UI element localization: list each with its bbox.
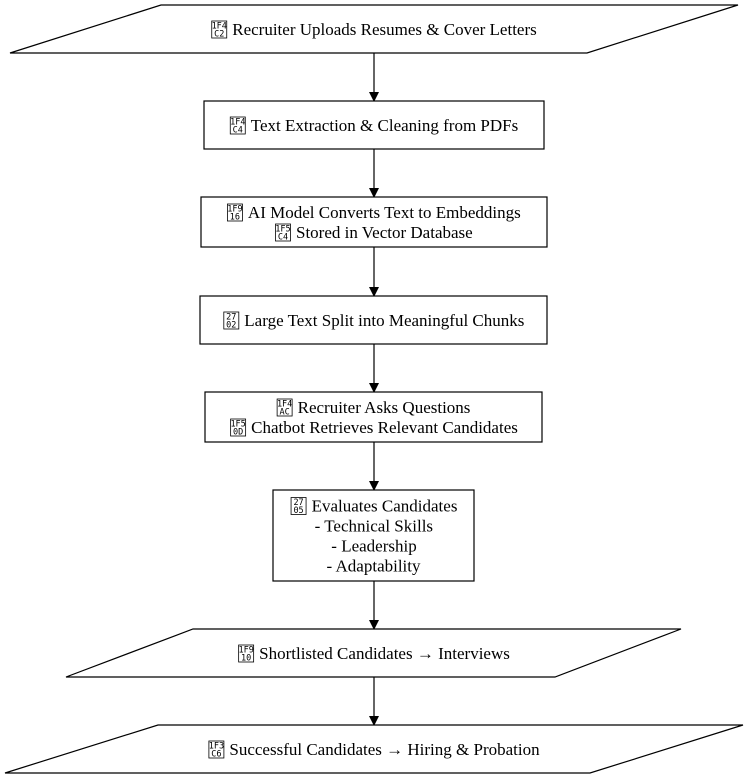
box-shape [199, 295, 548, 345]
svg-text:C4: C4 [233, 126, 243, 136]
box-shape [272, 489, 475, 582]
node-label: Text Extraction & Cleaning from PDFs [251, 116, 518, 135]
svg-text:27: 27 [226, 313, 236, 323]
svg-text:AC: AC [279, 408, 289, 418]
node-label: AI Model Converts Text to Embeddings [248, 203, 521, 222]
node-label: Evaluates Candidates [312, 497, 458, 516]
node-label: Chatbot Retrieves Relevant Candidates [251, 418, 518, 437]
node-label: Shortlisted Candidates → Interviews [259, 644, 510, 663]
node-label: Recruiter Asks Questions [298, 398, 471, 417]
svg-text:10: 10 [241, 654, 251, 664]
svg-text:1F5: 1F5 [230, 420, 245, 430]
node-label: Stored in Vector Database [296, 223, 473, 242]
svg-text:1F9: 1F9 [238, 646, 253, 656]
node-label: Successful Candidates → Hiring & Probati… [229, 740, 540, 759]
svg-text:1F4: 1F4 [212, 22, 227, 32]
svg-text:1F4: 1F4 [277, 400, 292, 410]
node-label: Recruiter Uploads Resumes & Cover Letter… [232, 20, 537, 39]
svg-text:27: 27 [293, 498, 303, 508]
svg-text:1F9: 1F9 [227, 205, 242, 215]
node-label: - Leadership [331, 537, 416, 556]
svg-text:05: 05 [293, 506, 303, 516]
box-shape [200, 196, 548, 248]
svg-text:C6: C6 [211, 750, 221, 760]
svg-text:1F5: 1F5 [275, 225, 290, 235]
parallelogram-shape [4, 724, 744, 774]
parallelogram-shape [65, 628, 682, 678]
node-label: - Adaptability [327, 557, 421, 576]
svg-text:C4: C4 [278, 233, 288, 243]
svg-text:02: 02 [226, 321, 236, 331]
svg-text:0D: 0D [233, 428, 243, 438]
node-label: Large Text Split into Meaningful Chunks [244, 311, 524, 330]
svg-text:16: 16 [230, 213, 240, 223]
box-shape [203, 100, 545, 150]
parallelogram-shape [9, 4, 739, 54]
node-label: - Technical Skills [315, 517, 433, 536]
svg-text:1F4: 1F4 [230, 118, 245, 128]
svg-text:1F3: 1F3 [209, 742, 224, 752]
box-shape [204, 391, 543, 443]
svg-text:C2: C2 [214, 30, 224, 40]
